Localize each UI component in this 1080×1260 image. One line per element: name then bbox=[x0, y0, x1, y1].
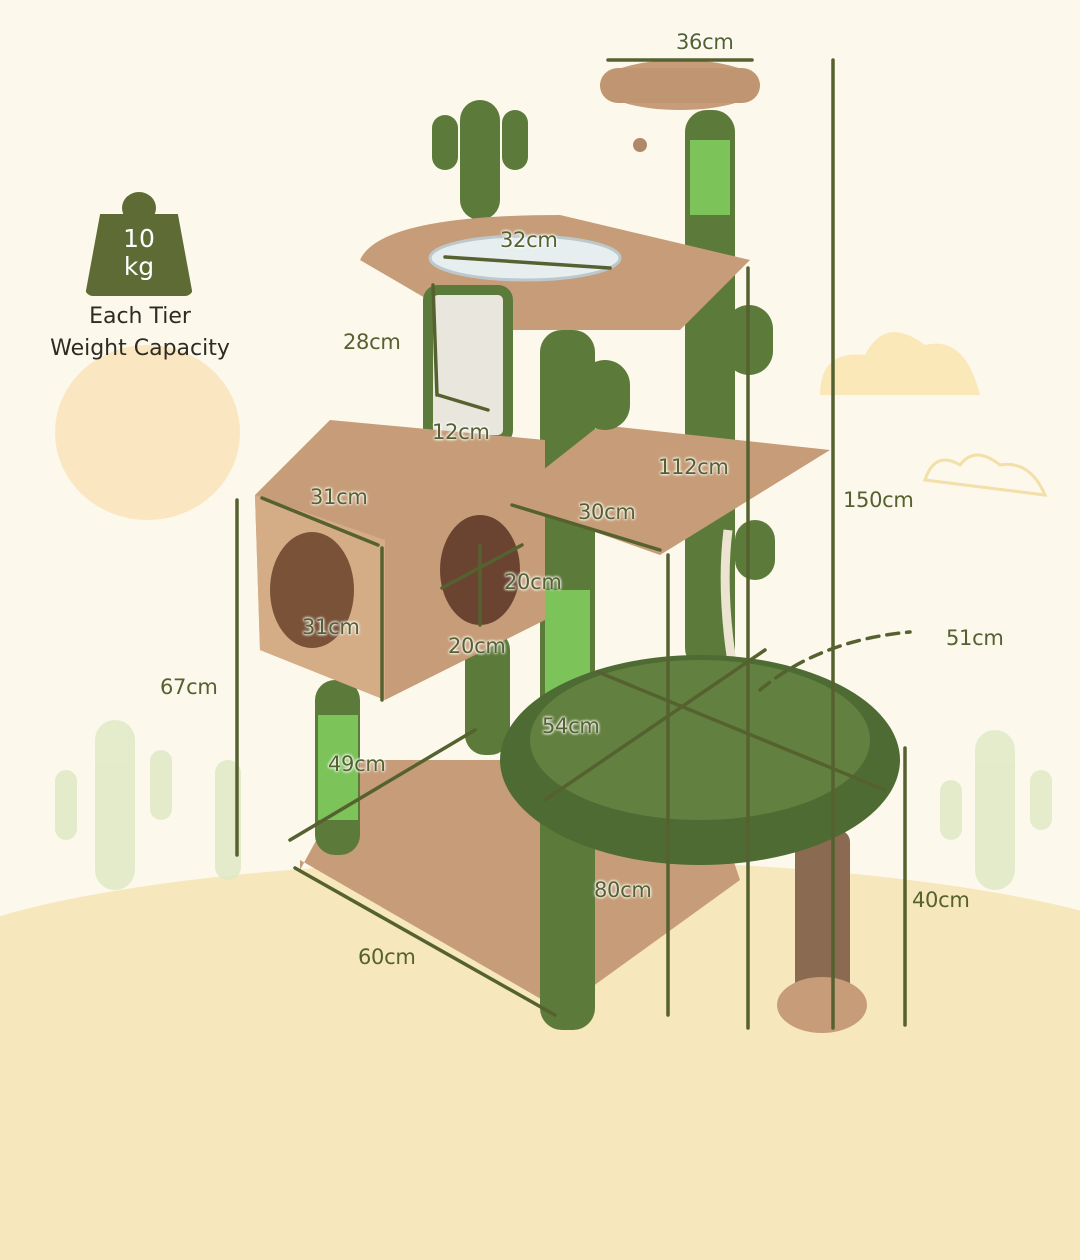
sun-decoration bbox=[55, 345, 240, 520]
dim-basket-offset: 51cm bbox=[946, 626, 1004, 650]
dim-platform: 30cm bbox=[578, 500, 636, 524]
dim-condo-height: 31cm bbox=[302, 615, 360, 639]
dim-basket-diameter: 54cm bbox=[542, 714, 600, 738]
dim-total-height: 150cm bbox=[843, 488, 914, 512]
product-image: 10 kg Each Tier Weight Capacity 36cm 32c… bbox=[0, 30, 1080, 1260]
cat-tree-illustration bbox=[55, 58, 1052, 1033]
weight-value: 10 bbox=[123, 224, 155, 253]
dim-bowl: 32cm bbox=[500, 228, 558, 252]
dim-basket-height: 40cm bbox=[912, 888, 970, 912]
dim-hole-width: 20cm bbox=[504, 570, 562, 594]
weight-icon: 10 kg bbox=[85, 192, 193, 296]
dim-condo-depth: 31cm bbox=[310, 485, 368, 509]
dim-mid-height: 112cm bbox=[658, 455, 729, 479]
capacity-caption-2: Weight Capacity bbox=[50, 336, 230, 361]
dim-hammock-height: 28cm bbox=[343, 330, 401, 354]
dim-platform-height: 80cm bbox=[594, 878, 652, 902]
dim-top-perch: 36cm bbox=[676, 30, 734, 54]
weight-unit: kg bbox=[123, 252, 155, 281]
dim-hole-height: 20cm bbox=[448, 634, 506, 658]
dim-hammock-width: 12cm bbox=[432, 420, 490, 444]
dim-base-depth: 49cm bbox=[328, 752, 386, 776]
dim-condo-floor-height: 67cm bbox=[160, 675, 218, 699]
capacity-caption-1: Each Tier bbox=[89, 304, 191, 329]
dim-base-length: 60cm bbox=[358, 945, 416, 969]
